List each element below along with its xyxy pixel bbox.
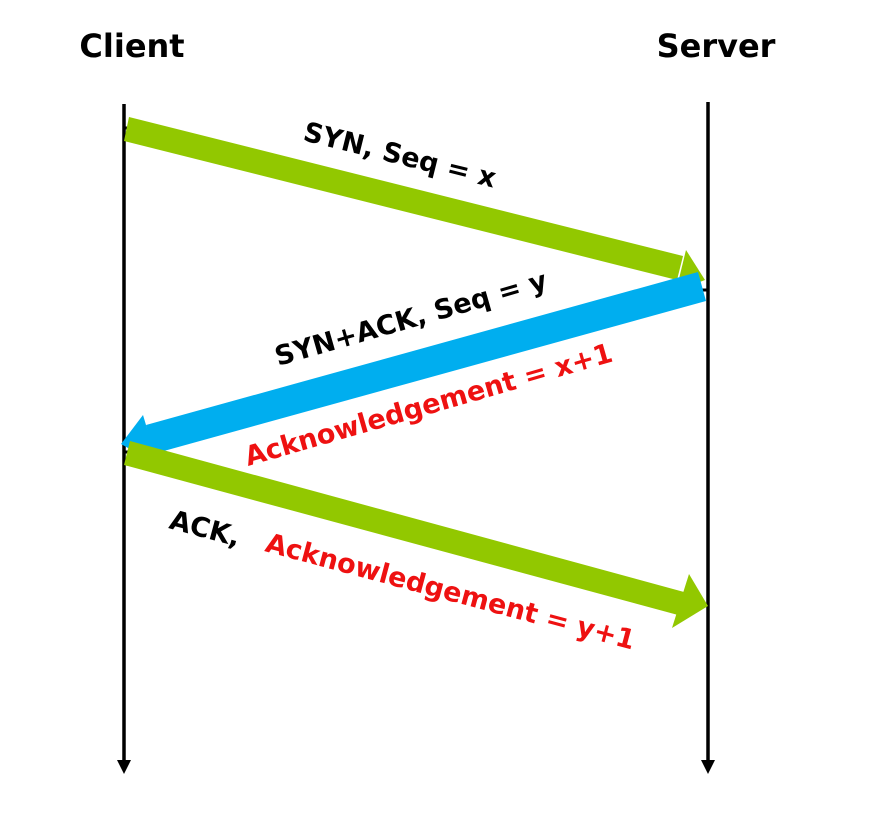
client-label: Client [79,27,184,65]
server-lifeline [701,102,715,774]
ack-label: ACK, [166,505,243,554]
server-label: Server [657,27,776,65]
syn-ack-arrow-shape [146,272,706,454]
ack-arrow-head [672,574,708,628]
syn-ack-arrow [121,272,706,465]
syn-arrow-shape [124,117,683,280]
client-lifeline [117,104,131,774]
ack-arrow [124,441,708,628]
ack-arrow-shape [124,441,684,615]
